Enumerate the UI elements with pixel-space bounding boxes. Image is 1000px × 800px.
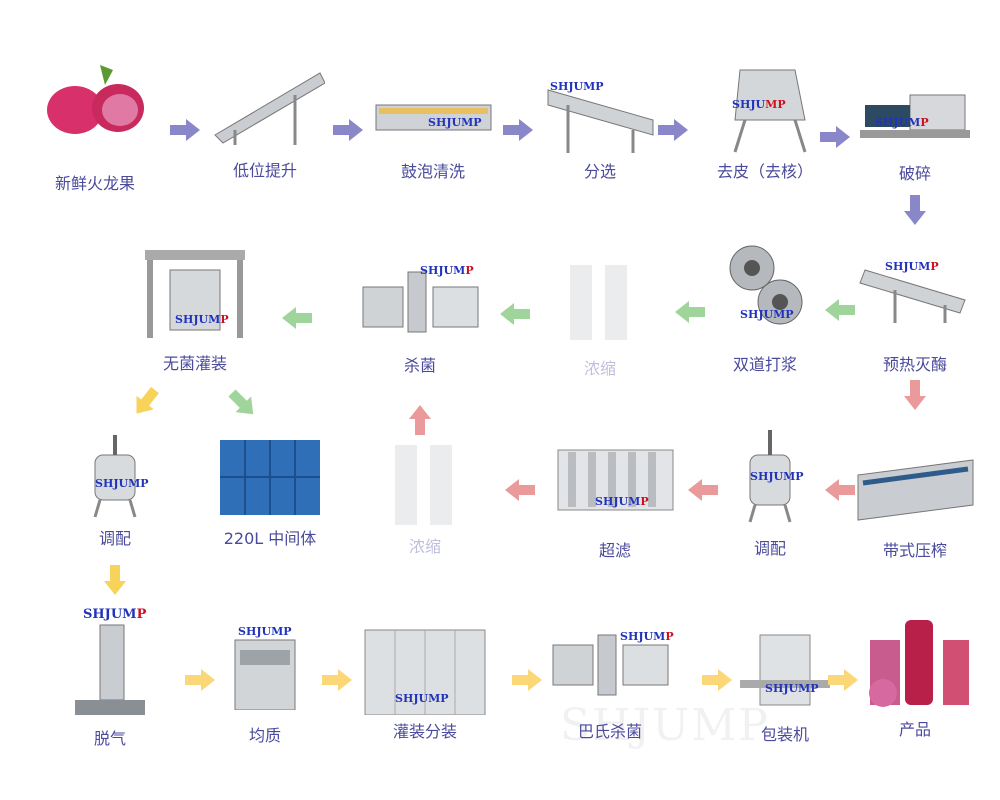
step-sterilize: SHJUMP 杀菌	[355, 262, 485, 375]
brand-logo: SHJUMP	[420, 264, 474, 277]
homogenizer-image	[234, 639, 296, 711]
packing-machine-image	[740, 634, 830, 706]
arrow-right-icon	[820, 126, 850, 148]
washer-machine-image	[375, 104, 491, 131]
brand-logo: SHJUMP	[732, 98, 786, 111]
arrow-right-icon	[170, 119, 200, 141]
step-filling: SHJUMP 灌装分装	[360, 620, 490, 741]
step-drum-220l: 220L 中间体	[205, 435, 335, 548]
pulper-machine-image	[729, 245, 803, 325]
arrow-right-icon	[512, 669, 542, 691]
arrow-down-icon	[904, 380, 926, 410]
peeler-machine-image	[733, 69, 807, 153]
arrow-diagonal-icon	[224, 385, 261, 422]
arrow-right-icon	[503, 119, 533, 141]
preheater-machine-image	[859, 269, 966, 323]
arrow-left-icon	[505, 479, 535, 501]
arrow-left-icon	[675, 301, 705, 323]
arrow-left-icon	[688, 479, 718, 501]
blue-drums-image	[220, 440, 320, 515]
arrow-left-icon	[282, 307, 312, 329]
arrow-right-icon	[828, 669, 858, 691]
step-crushing: SHJUMP 破碎	[850, 90, 980, 183]
step-preheat: SHJUMP 预热灭酶	[850, 255, 980, 374]
step-belt-press: 带式压榨	[850, 455, 980, 560]
arrow-diagonal-icon	[127, 383, 164, 421]
arrow-right-icon	[702, 669, 732, 691]
brand-logo: SHJUMP	[95, 477, 149, 490]
brand-logo: SHJUMP	[620, 630, 674, 643]
step-ultrafiltration: SHJUMP 超滤	[550, 440, 680, 560]
brand-logo: SHJUMP	[875, 116, 929, 129]
dragon-fruit-image	[47, 65, 144, 134]
arrow-right-icon	[185, 669, 215, 691]
brand-logo: SHJUMP	[83, 607, 147, 622]
step-degas: SHJUMP 脱气	[45, 605, 175, 748]
step-blend-1: SHJUMP 调配	[50, 435, 180, 548]
filling-machine-image	[364, 629, 486, 716]
arrow-down-icon	[904, 195, 926, 225]
brand-logo: SHJUMP	[175, 313, 229, 326]
step-homogenize: SHJUMP 均质	[200, 625, 330, 745]
blending-tank-image	[748, 430, 792, 523]
arrow-left-icon	[825, 299, 855, 321]
pasteurizer-image	[552, 634, 668, 696]
arrow-left-icon	[825, 479, 855, 501]
step-bubble-wash: SHJUMP 鼓泡清洗	[368, 90, 498, 181]
step-pulping: SHJUMP 双道打浆	[700, 240, 830, 374]
brand-logo: SHJUMP	[550, 80, 604, 93]
step-fresh-fruit: 新鲜火龙果	[30, 60, 160, 193]
evaporator-image	[570, 265, 627, 340]
brand-logo: SHJUMP	[740, 308, 794, 321]
brand-logo: SHJUMP	[238, 625, 292, 638]
step-product: 产品	[850, 615, 980, 739]
step-aseptic-fill: SHJUMP 无菌灌装	[130, 245, 260, 373]
evaporator-image	[395, 445, 452, 525]
watermark: SHJUMP	[560, 700, 770, 751]
arrow-right-icon	[658, 119, 688, 141]
arrow-right-icon	[322, 669, 352, 691]
brand-logo: SHJUMP	[750, 470, 804, 483]
arrow-left-icon	[500, 303, 530, 325]
step-blend-2: SHJUMP 调配	[705, 430, 835, 558]
degasser-image	[75, 624, 145, 715]
sorting-machine-image	[547, 89, 653, 153]
crusher-machine-image	[860, 94, 970, 138]
step-sorting: SHJUMP 分选	[535, 75, 665, 181]
brand-logo: SHJUMP	[885, 260, 939, 273]
arrow-down-icon	[104, 565, 126, 595]
brand-logo: SHJUMP	[395, 692, 449, 705]
step-peeling: SHJUMP 去皮（去核）	[700, 60, 830, 181]
step-low-lift: 低位提升	[200, 65, 330, 180]
belt-press-image	[857, 459, 973, 521]
ultrafilter-image	[557, 449, 673, 511]
arrow-up-icon	[409, 405, 431, 435]
blending-tank-image	[93, 435, 137, 518]
step-pasteurize: SHJUMP 巴氏杀菌	[545, 630, 675, 741]
step-concentrate-1: 浓缩	[535, 255, 665, 378]
aseptic-filler-image	[145, 250, 245, 338]
brand-logo: SHJUMP	[595, 495, 649, 508]
brand-logo: SHJUMP	[765, 682, 819, 695]
step-concentrate-2: 浓缩	[360, 440, 490, 556]
sterilizer-image	[362, 271, 478, 333]
brand-logo: SHJUMP	[428, 116, 482, 129]
arrow-right-icon	[333, 119, 363, 141]
juice-product-image	[869, 620, 969, 707]
step-packing: SHJUMP 包装机	[720, 630, 850, 744]
